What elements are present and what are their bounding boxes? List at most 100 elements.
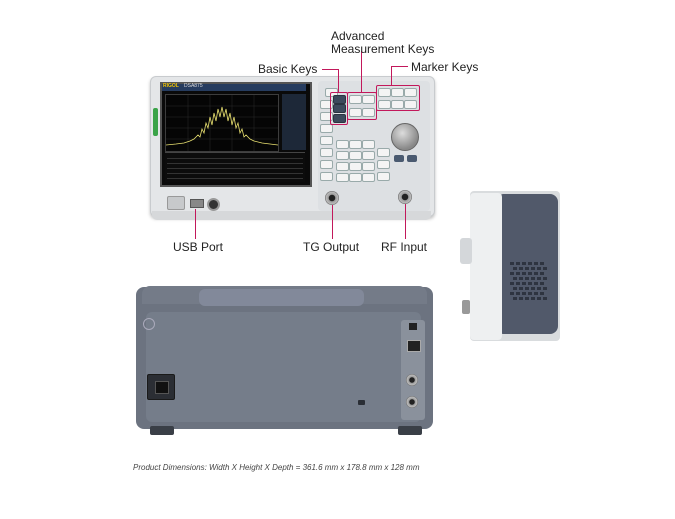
unit-key[interactable] [377, 160, 390, 169]
brand-logo: RIGOL [163, 83, 179, 89]
side-vent-grille [510, 262, 550, 302]
marker-key[interactable] [404, 88, 417, 97]
marker-key[interactable] [391, 88, 404, 97]
numeric-key[interactable] [362, 173, 375, 182]
side-key[interactable] [320, 112, 333, 121]
advanced-keys-label-line2: Measurement Keys [331, 42, 435, 56]
numeric-key[interactable] [362, 140, 375, 149]
tg-output-line [332, 205, 333, 239]
vent-slot [516, 272, 520, 275]
advanced-key[interactable] [362, 108, 375, 117]
vent-slot [543, 267, 547, 270]
side-key[interactable] [320, 160, 333, 169]
advanced-key[interactable] [349, 108, 362, 117]
numeric-key[interactable] [336, 173, 349, 182]
basic-key[interactable] [333, 104, 346, 113]
marker-key[interactable] [378, 88, 391, 97]
marker-key[interactable] [404, 100, 417, 109]
vent-slot [519, 297, 523, 300]
vent-slot [522, 292, 526, 295]
vent-slot [519, 277, 523, 280]
side-key[interactable] [320, 136, 333, 145]
usb-port-jack [190, 199, 204, 208]
advanced-key[interactable] [349, 95, 362, 104]
basic-key[interactable] [333, 114, 346, 123]
power-indicator [153, 108, 158, 136]
marker-key[interactable] [391, 100, 404, 109]
vent-slot [525, 277, 529, 280]
advanced-keys-label: Advanced Measurement Keys [331, 30, 434, 56]
vent-slot [513, 297, 517, 300]
rear-bnc-connector [406, 374, 418, 386]
vent-slot [540, 282, 544, 285]
unit-key[interactable] [377, 148, 390, 157]
side-key[interactable] [320, 148, 333, 157]
rear-handle [199, 289, 364, 306]
vent-slot [531, 267, 535, 270]
model-name: DSA875 [184, 83, 203, 89]
numeric-key[interactable] [349, 151, 362, 160]
marker-keys-line [391, 66, 392, 85]
side-key[interactable] [320, 100, 333, 109]
side-key[interactable] [320, 172, 333, 181]
basic-keys-label: Basic Keys [258, 62, 318, 76]
rear-panel [146, 312, 421, 422]
vent-slot [534, 292, 538, 295]
ground-symbol [143, 318, 155, 330]
numeric-key[interactable] [362, 162, 375, 171]
rear-usb-port [409, 323, 417, 330]
tg-output-label: TG Output [303, 240, 360, 254]
left-arrow-key[interactable] [394, 155, 404, 162]
usb-port-line [195, 209, 196, 239]
rf-input-connector [398, 190, 412, 204]
vent-slot [531, 297, 535, 300]
basic-key[interactable] [333, 95, 346, 104]
marker-keys-line [391, 66, 408, 67]
vent-slot [534, 272, 538, 275]
marker-key[interactable] [378, 100, 391, 109]
basic-keys-line [322, 69, 338, 70]
right-arrow-key[interactable] [407, 155, 417, 162]
rotary-knob[interactable] [391, 123, 419, 151]
tg-output-connector [325, 191, 339, 205]
vent-slot [516, 282, 520, 285]
vent-slot [525, 287, 529, 290]
vent-slot [537, 287, 541, 290]
security-lock-slot [358, 400, 365, 405]
rear-foot [398, 426, 422, 435]
vent-slot [537, 277, 541, 280]
vent-slot [513, 287, 517, 290]
vent-slot [543, 297, 547, 300]
vent-slot [510, 272, 514, 275]
storage-slot [167, 196, 185, 210]
dimensions-caption: Product Dimensions: Width X Height X Dep… [133, 463, 420, 472]
vent-slot [510, 282, 514, 285]
numeric-key[interactable] [362, 151, 375, 160]
vent-slot [534, 262, 538, 265]
numeric-key[interactable] [336, 162, 349, 171]
vent-slot [525, 267, 529, 270]
numeric-key[interactable] [336, 151, 349, 160]
vent-slot [540, 262, 544, 265]
advanced-key[interactable] [362, 95, 375, 104]
rear-bnc-connector [406, 396, 418, 408]
vent-slot [522, 282, 526, 285]
numeric-key[interactable] [349, 173, 362, 182]
numeric-key[interactable] [349, 162, 362, 171]
vent-slot [540, 272, 544, 275]
marker-keys-label: Marker Keys [411, 60, 479, 74]
screen-title-bar [162, 84, 306, 91]
side-key[interactable] [320, 124, 333, 133]
front-base [152, 211, 431, 220]
side-handle [460, 238, 472, 264]
vent-slot [522, 272, 526, 275]
rf-input-label: RF Input [381, 240, 428, 254]
vent-slot [528, 262, 532, 265]
vent-slot [528, 292, 532, 295]
power-socket [147, 374, 175, 400]
numeric-key[interactable] [336, 140, 349, 149]
advanced-keys-line [361, 51, 362, 92]
vent-slot [531, 287, 535, 290]
numeric-key[interactable] [349, 140, 362, 149]
unit-key[interactable] [377, 172, 390, 181]
